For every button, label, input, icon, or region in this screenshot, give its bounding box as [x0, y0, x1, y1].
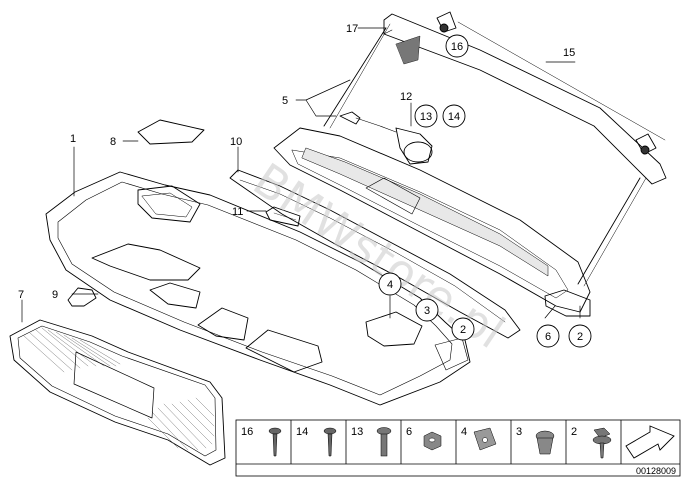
callout-4: 4: [387, 279, 393, 291]
hex-nut-icon: [423, 431, 442, 451]
callout-7: 7: [18, 289, 24, 301]
callout-circle-13: [414, 104, 438, 128]
hardware-strip: 16 14 13 6 4 3 2 00128009: [235, 419, 681, 477]
circled-callouts: [378, 34, 592, 348]
hardware-label-13: 13: [351, 426, 363, 438]
callout-6: 6: [545, 331, 551, 343]
speaker-grille-cover: [9, 319, 226, 466]
callout-circle-2a: [451, 317, 475, 341]
callout-10: 10: [230, 136, 242, 148]
expanding-nut-icon: [535, 430, 555, 455]
hardware-label-2: 2: [571, 426, 577, 438]
callout-circle-6: [536, 324, 560, 348]
callout-circle-2b: [568, 324, 592, 348]
callout-8: 8: [110, 136, 116, 148]
callouts: 1 7 8 9 10 11 17 15 5 12: [18, 23, 575, 301]
callout-16: 16: [451, 41, 463, 53]
rear-parcel-shelf: [45, 171, 471, 406]
hardware-label-14: 14: [296, 426, 308, 438]
arrow-icon: [625, 425, 675, 459]
leader-lines: [21, 27, 581, 323]
screw-icon: [268, 427, 282, 457]
callout-15: 15: [563, 47, 575, 59]
trim-strip: [229, 169, 521, 339]
callout-circle-14: [442, 104, 466, 128]
clip-nut-icon: [473, 427, 497, 451]
flange-screw-icon: [592, 427, 612, 459]
callout-17: 17: [346, 23, 358, 35]
document-number: 00128009: [636, 466, 676, 476]
circled-callout-labels: 16 13 14 4 3 2 6 2: [387, 41, 583, 343]
hardware-label-6: 6: [406, 426, 412, 438]
part-6-bracket: [544, 289, 591, 317]
callout-2a: 2: [460, 324, 466, 336]
part-12-motor: [339, 111, 433, 165]
pin-screw-icon: [323, 427, 337, 457]
part-8-mat: [137, 119, 205, 145]
roller-blind: [273, 11, 667, 313]
callout-14: 14: [448, 111, 460, 123]
callout-3: 3: [424, 305, 430, 317]
callout-5: 5: [282, 95, 288, 107]
callout-circle-4: [378, 272, 402, 296]
callout-13: 13: [420, 111, 432, 123]
callout-1: 1: [70, 133, 76, 145]
hardware-label-16: 16: [241, 426, 253, 438]
callout-circle-16: [445, 34, 469, 58]
callout-12: 12: [400, 91, 412, 103]
part-11-vent: [265, 206, 301, 227]
callout-circle-3: [415, 298, 439, 322]
bolt-icon: [376, 427, 392, 457]
callout-11: 11: [232, 206, 243, 218]
hardware-label-3: 3: [516, 426, 522, 438]
hardware-label-4: 4: [461, 426, 467, 438]
callout-9: 9: [52, 289, 58, 301]
part-9-clip: [67, 287, 97, 307]
callout-2b: 2: [577, 331, 583, 343]
